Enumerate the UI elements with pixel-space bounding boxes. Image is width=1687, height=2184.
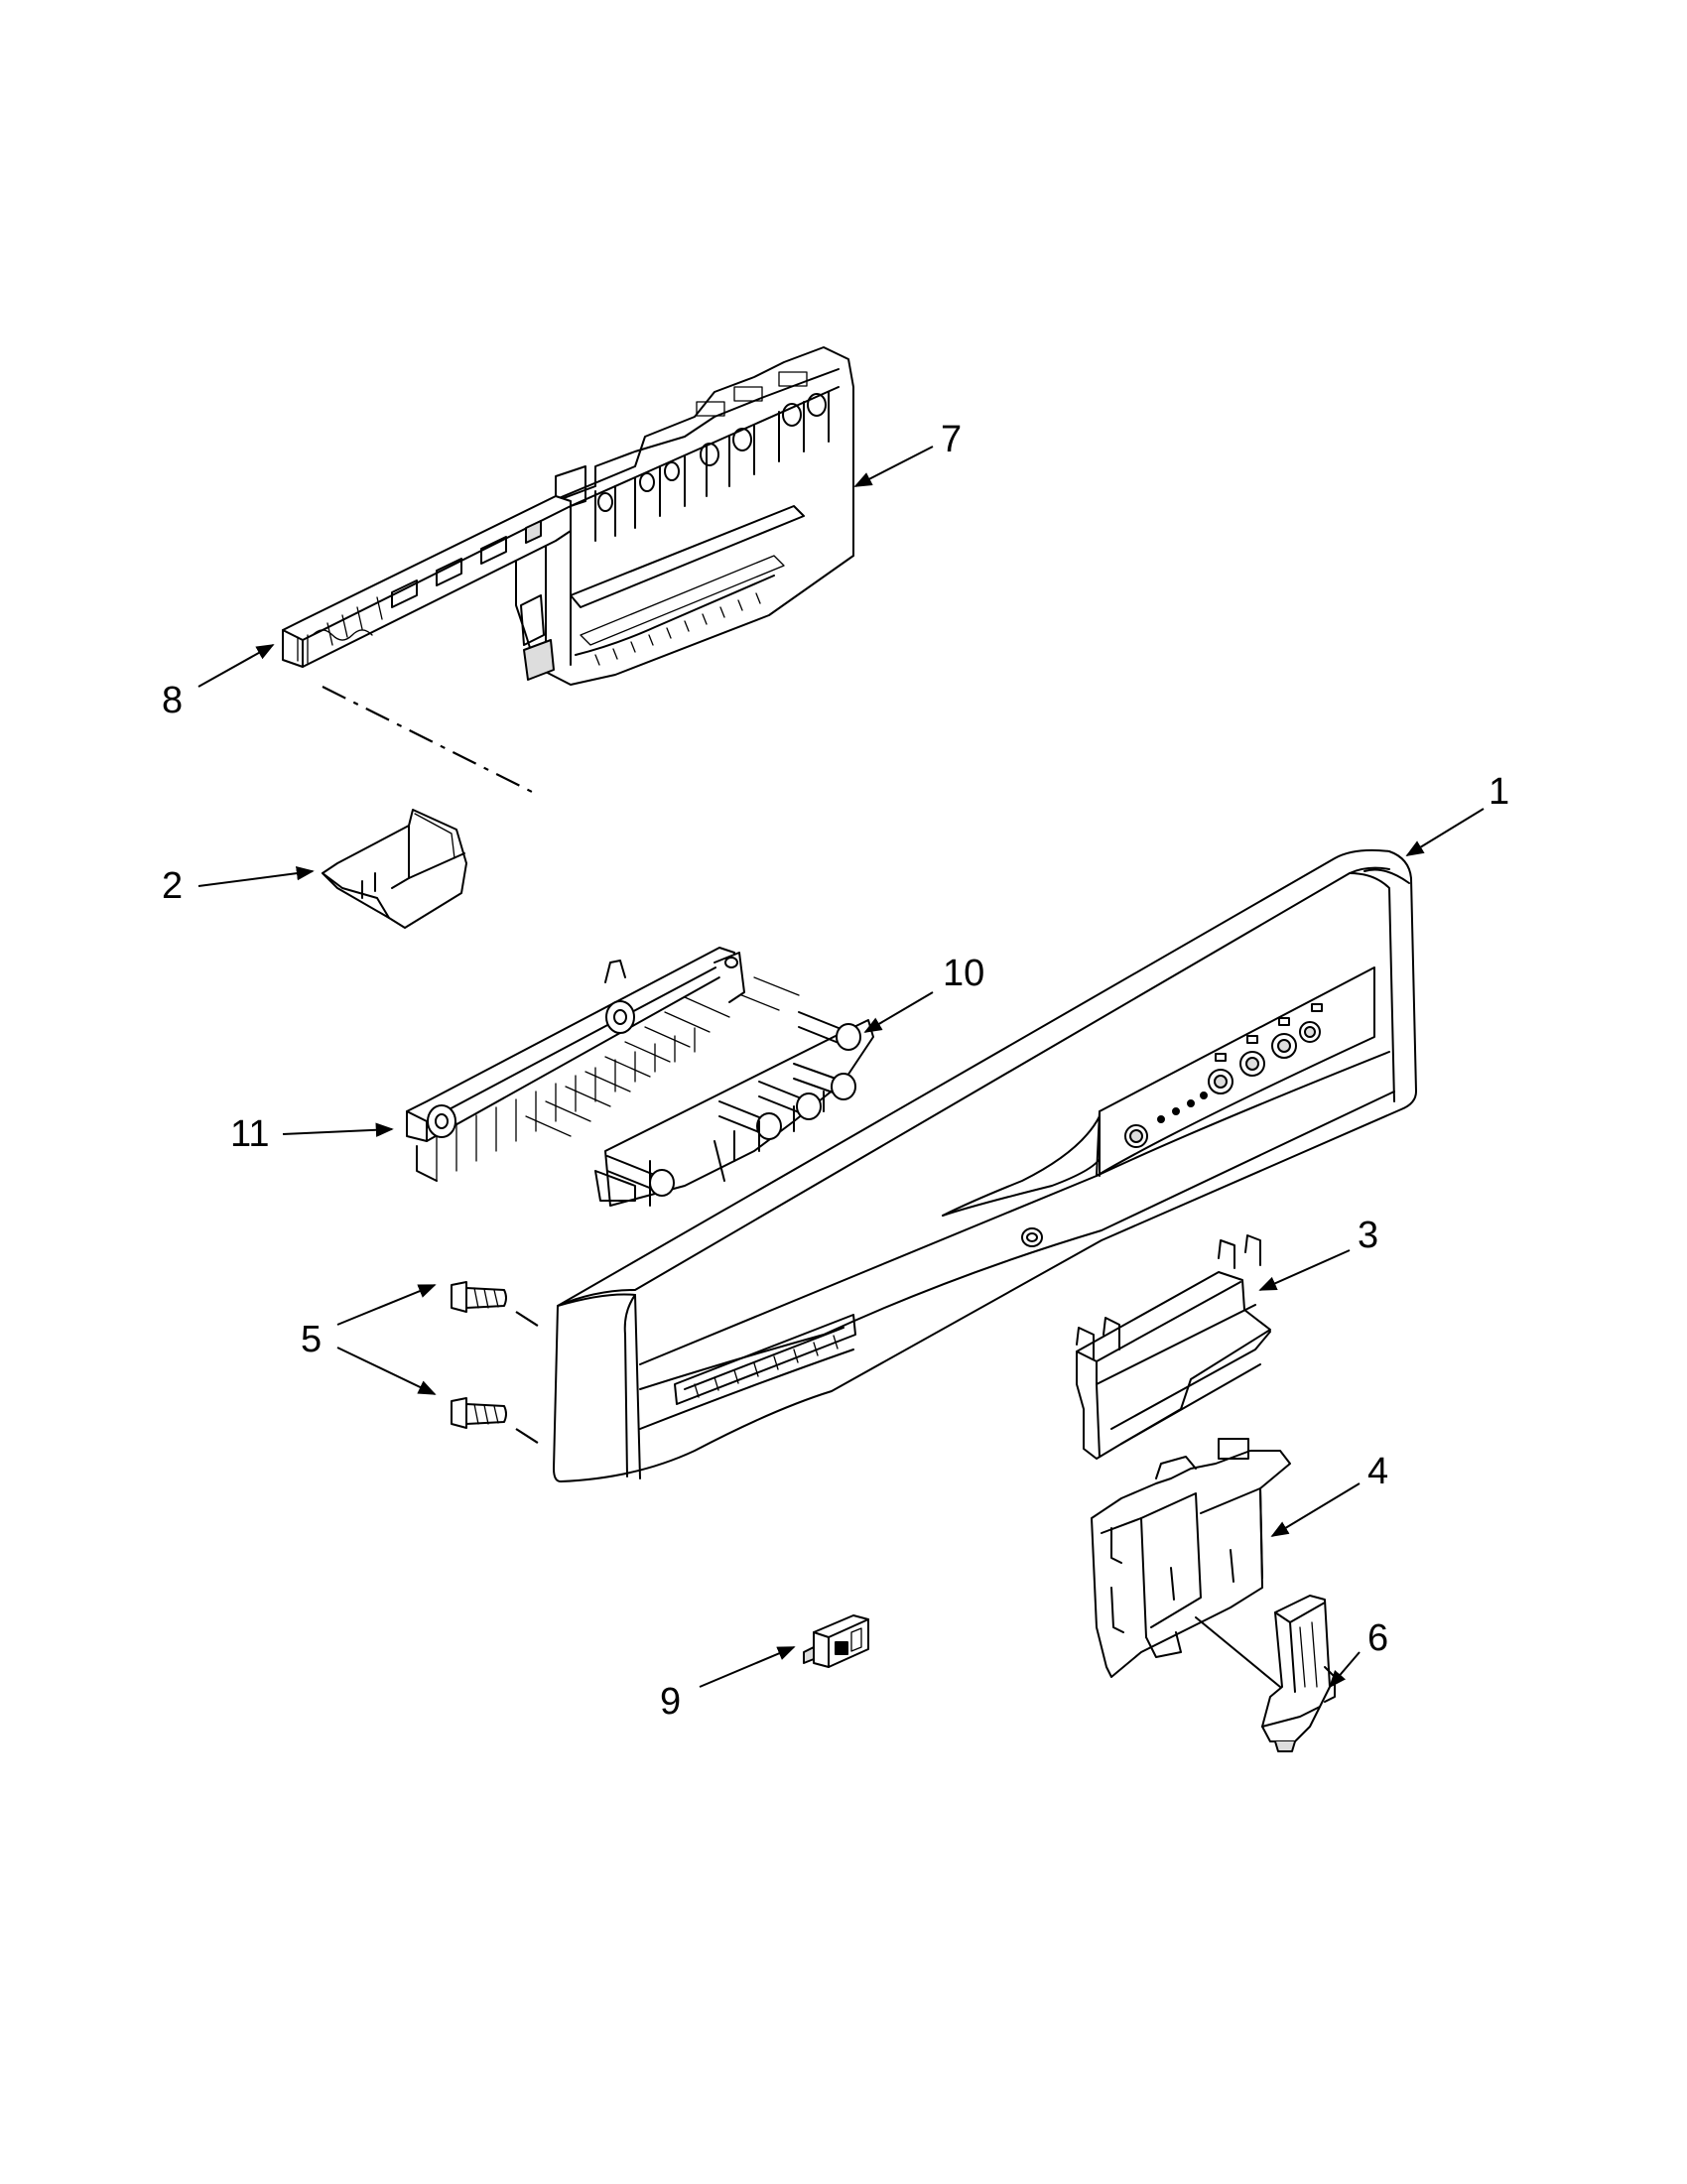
part-5-screw-lower[interactable]: [451, 1397, 507, 1429]
callout-5: 5: [301, 1319, 322, 1360]
leader-10: [863, 991, 934, 1033]
part-5-screw-upper[interactable]: [451, 1281, 507, 1313]
leader-5b: [336, 1347, 437, 1395]
callout-6: 6: [1367, 1617, 1388, 1659]
leader-11: [282, 1122, 394, 1137]
dash-8-to-7: [322, 686, 537, 795]
part-7-control-board[interactable]: [515, 346, 854, 686]
callout-1: 1: [1489, 771, 1509, 813]
leader-1: [1405, 808, 1485, 856]
leader-2: [197, 865, 315, 887]
leader-7: [853, 446, 934, 487]
callout-2: 2: [162, 865, 183, 907]
callout-7: 7: [941, 419, 962, 460]
leader-3: [1258, 1249, 1351, 1291]
part-1-control-panel[interactable]: [553, 848, 1417, 1482]
part-2-shield[interactable]: [322, 809, 467, 929]
part-11-support-rail[interactable]: [406, 947, 800, 1182]
leader-9: [699, 1646, 796, 1688]
callout-3: 3: [1358, 1215, 1378, 1256]
leader-4: [1270, 1482, 1361, 1537]
part-10-button-assembly[interactable]: [594, 1011, 874, 1207]
leader-6: [1328, 1651, 1361, 1689]
part-4-door-latch[interactable]: [1091, 1438, 1291, 1688]
callout-11: 11: [230, 1113, 269, 1155]
dash-5-upper: [515, 1311, 542, 1329]
callout-8: 8: [162, 680, 183, 721]
part-8-bracket[interactable]: [282, 495, 572, 668]
leader-8: [197, 644, 275, 688]
callout-10: 10: [943, 953, 984, 994]
part-9-switch[interactable]: [803, 1614, 869, 1668]
part-6-actuator[interactable]: [1261, 1595, 1336, 1752]
leader-5a: [336, 1284, 437, 1326]
dash-5-lower: [515, 1428, 542, 1446]
callout-4: 4: [1367, 1451, 1388, 1492]
callout-9: 9: [660, 1681, 681, 1723]
part-3-handle-bracket[interactable]: [1076, 1234, 1271, 1460]
